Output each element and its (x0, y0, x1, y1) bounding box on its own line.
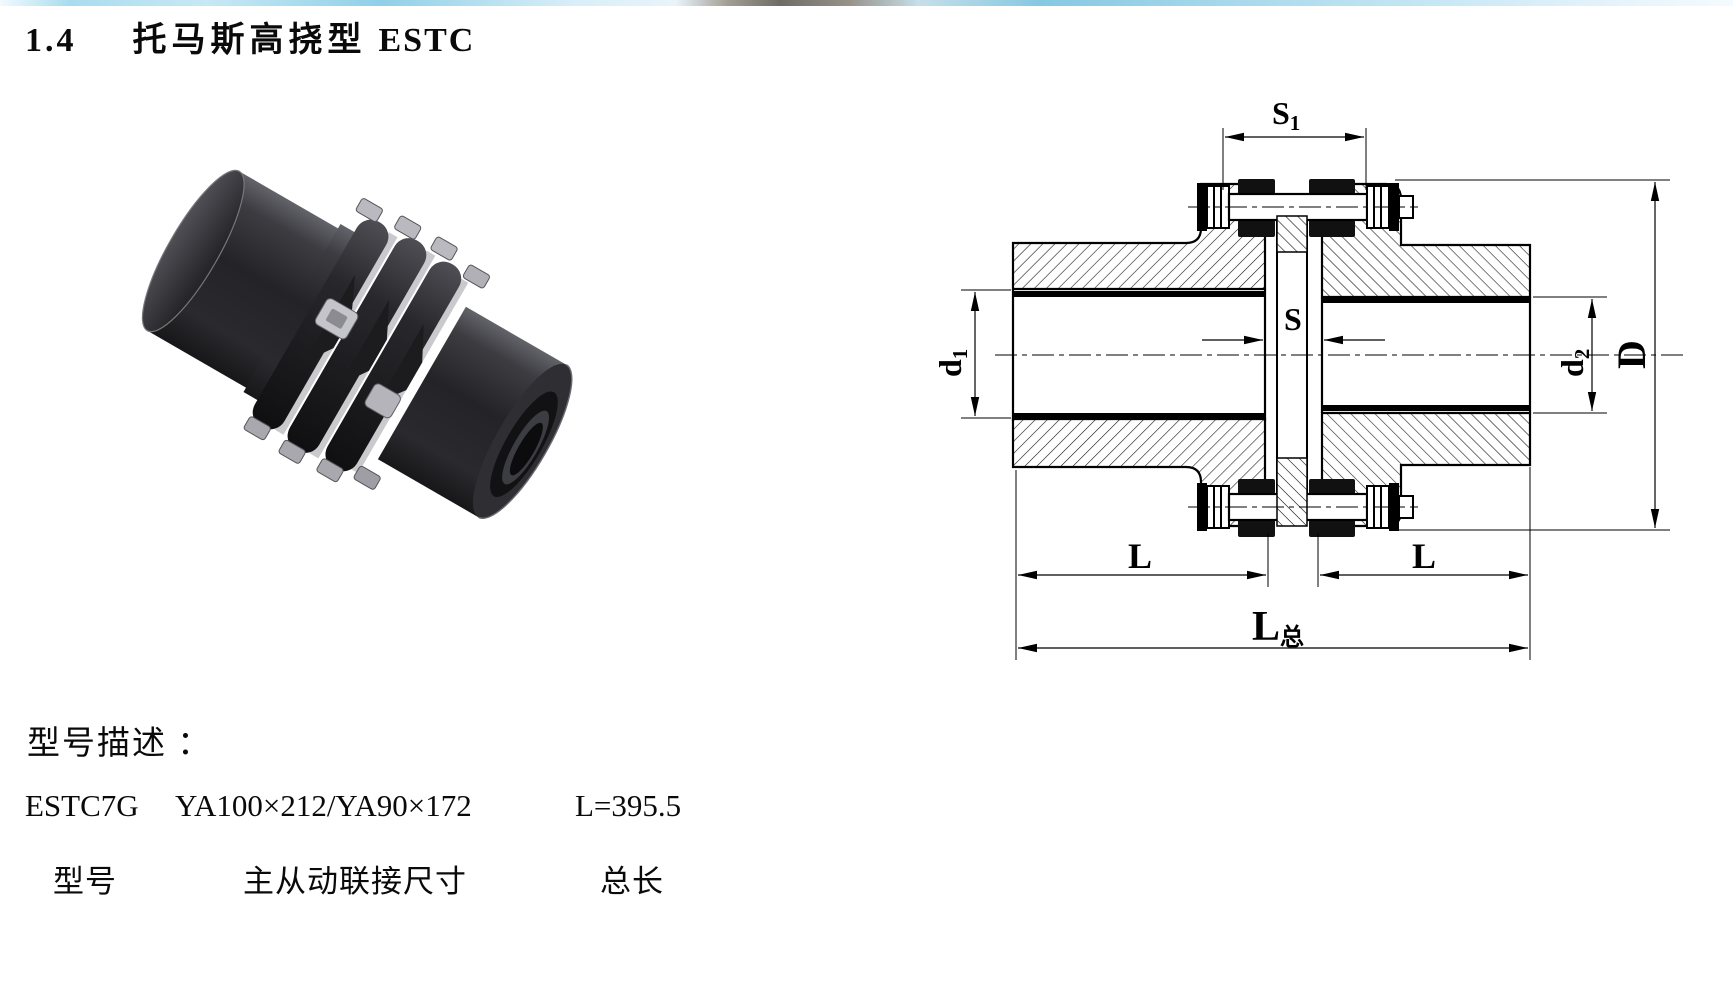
left-hub-collar (243, 223, 362, 405)
bore-boundary-lines (1013, 291, 1530, 419)
dim-label-l-left: L (1128, 536, 1152, 576)
model-code-label: 型号 (53, 864, 117, 899)
spacer-hatch-top (1276, 215, 1308, 253)
rim-bolt (355, 198, 383, 222)
dimension-lines (970, 132, 1660, 653)
dim-label-D: D (1609, 340, 1654, 369)
dim-label-s1: S1 (1272, 95, 1300, 135)
center-hex-bolt-face (326, 308, 348, 329)
left-hub-cylinder (147, 171, 345, 392)
rim-bolt (353, 465, 381, 490)
right-hub-cylinder (377, 306, 567, 518)
dim-label-d2: d2 (1554, 349, 1594, 377)
coupling-3d-render (141, 169, 573, 520)
right-hub-bore-deep (509, 422, 543, 476)
spacer-hatch-bottom (1276, 457, 1308, 527)
section-number: 1.4 (25, 22, 77, 59)
flange-disc (325, 261, 462, 472)
model-spec-line: ESTC7G YA100×212/YA90×172 L=395.5 (0, 788, 760, 830)
left-hub-end-face (141, 169, 245, 333)
bolt-standoff (340, 299, 390, 385)
coupling-assembly (141, 169, 573, 520)
page-accent-bar (0, 0, 1733, 6)
section-name: 托马斯高挠型 (132, 22, 367, 59)
total-length-value: L=395.5 (575, 788, 682, 823)
model-spec-captions: 型号 主从动联接尺寸 总长 (0, 856, 760, 899)
connection-dimensions-label: 主从动联接尺寸 (243, 864, 467, 899)
dim-label-s: S (1284, 301, 1302, 337)
rim-bolt (278, 439, 306, 464)
flange-disc (287, 238, 427, 453)
dim-label-l-total: L总 (1252, 604, 1304, 651)
dim-label-d1: d1 (932, 349, 972, 377)
rim-bolt (430, 236, 458, 261)
dim-label-l-right: L (1412, 536, 1436, 576)
end-face-rim-highlight (478, 364, 573, 520)
section-code: ESTC (378, 22, 476, 59)
center-lines (995, 206, 1685, 508)
connection-dimensions: YA100×212/YA90×172 (175, 788, 472, 823)
rim-bolt (394, 215, 422, 240)
model-code: ESTC7G (25, 788, 139, 823)
rim-bolt (316, 458, 344, 483)
rim-bolt (243, 416, 271, 441)
model-description-heading: 型号描述 ： (27, 726, 213, 762)
total-length-label: 总长 (600, 864, 664, 899)
page-title: 1.4 托马斯高挠型 ESTC (25, 12, 475, 61)
dimension-labels: S1 S d1 d2 D L L L总 (932, 95, 1654, 651)
hex-bolt (364, 383, 401, 419)
rim-bolt (462, 264, 490, 289)
extension-lines (961, 128, 1670, 660)
